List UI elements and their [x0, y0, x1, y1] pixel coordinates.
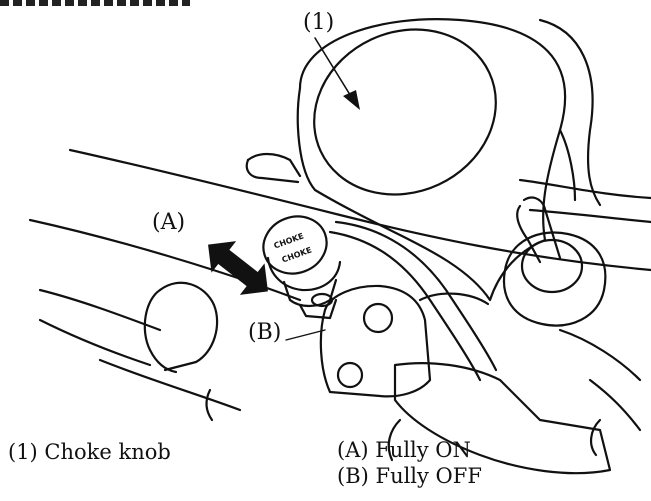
callout-b-leader: [285, 329, 326, 341]
ignition-body: [502, 231, 607, 327]
legend-item-choke-knob: (1) Choke knob: [8, 440, 171, 464]
handlebar-bottom: [28, 218, 302, 302]
choke-cable: [328, 230, 482, 382]
legend-item-fully-off: (B) Fully OFF: [337, 464, 482, 488]
callout-1-arrowhead: [343, 90, 360, 110]
handlebar-top: [68, 148, 651, 272]
callout-a-label: (A): [152, 210, 186, 235]
callout-1-label: (1): [303, 10, 335, 35]
knob-text-top: CHOKE: [273, 231, 305, 250]
knob-text-bottom: CHOKE: [281, 245, 313, 264]
headlight-lens: [313, 28, 497, 196]
grip: [158, 281, 219, 372]
choke-knob: [262, 215, 328, 275]
cropped-header-text: [0, 0, 190, 6]
callout-1-leader: [314, 37, 353, 99]
fairing-shell: [296, 18, 567, 302]
callout-b-label: (B): [248, 320, 282, 345]
mount-bracket: [319, 284, 432, 398]
double-arrow-icon: [208, 241, 268, 295]
legend-item-fully-on: (A) Fully ON: [337, 438, 471, 462]
